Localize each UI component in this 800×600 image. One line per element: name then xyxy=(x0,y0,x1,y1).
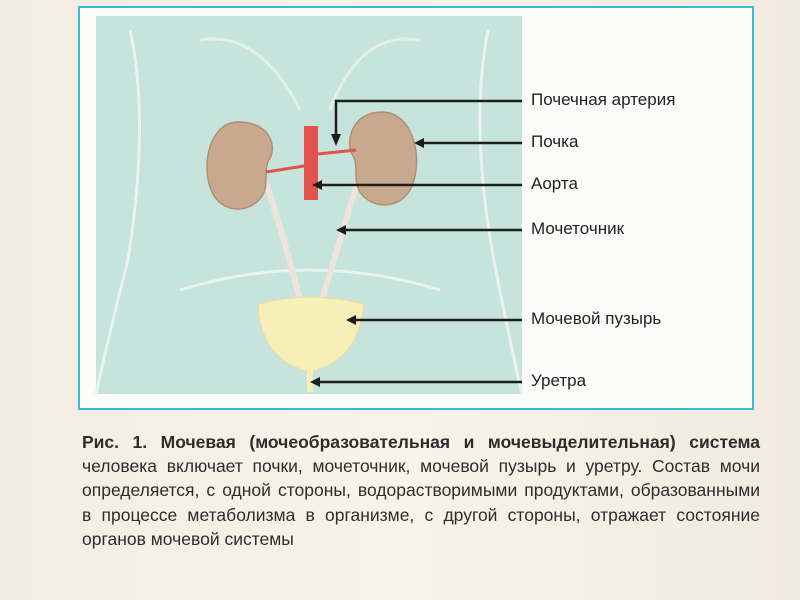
label-aorta: Аорта xyxy=(531,174,578,193)
label-ureter: Мочеточник xyxy=(531,219,625,238)
kidney-right xyxy=(348,111,418,206)
arrowhead-kidney xyxy=(414,138,424,148)
ureter-right xyxy=(319,179,361,301)
urinary-system-illustration xyxy=(94,16,524,395)
torso-outline-right xyxy=(478,29,524,395)
aorta-vessel xyxy=(304,126,318,200)
arrowhead-ureter xyxy=(336,225,346,235)
label-urethra: Уретра xyxy=(531,371,587,390)
caption-text: человека включает почки, мочеточник, моч… xyxy=(82,456,760,549)
arrowhead-urethra xyxy=(310,377,320,387)
urethra-tube xyxy=(307,370,313,392)
rib-outline-right xyxy=(328,37,421,111)
arrowhead-aorta xyxy=(312,180,322,190)
caption-bold: Рис. 1. Мочевая (мочеобразовательная и м… xyxy=(82,432,760,452)
arrowhead-bladder xyxy=(346,315,356,325)
kidney-left xyxy=(206,121,274,210)
renal-artery-left xyxy=(265,164,305,174)
rib-outline-left xyxy=(199,37,302,111)
bladder-shape xyxy=(257,296,365,373)
arrowhead-renal-artery xyxy=(331,134,341,146)
pelvis-outline xyxy=(179,268,441,292)
figure-caption: Рис. 1. Мочевая (мочеобразовательная и м… xyxy=(82,430,760,551)
torso-outline-left xyxy=(94,29,141,395)
pointer-renal-artery xyxy=(334,99,522,140)
label-renal-artery: Почечная артерия xyxy=(531,90,676,109)
ureter-left xyxy=(262,179,303,301)
label-bladder: Мочевой пузырь xyxy=(531,309,662,328)
renal-artery-right xyxy=(317,148,357,156)
label-kidney: Почка xyxy=(531,132,579,151)
